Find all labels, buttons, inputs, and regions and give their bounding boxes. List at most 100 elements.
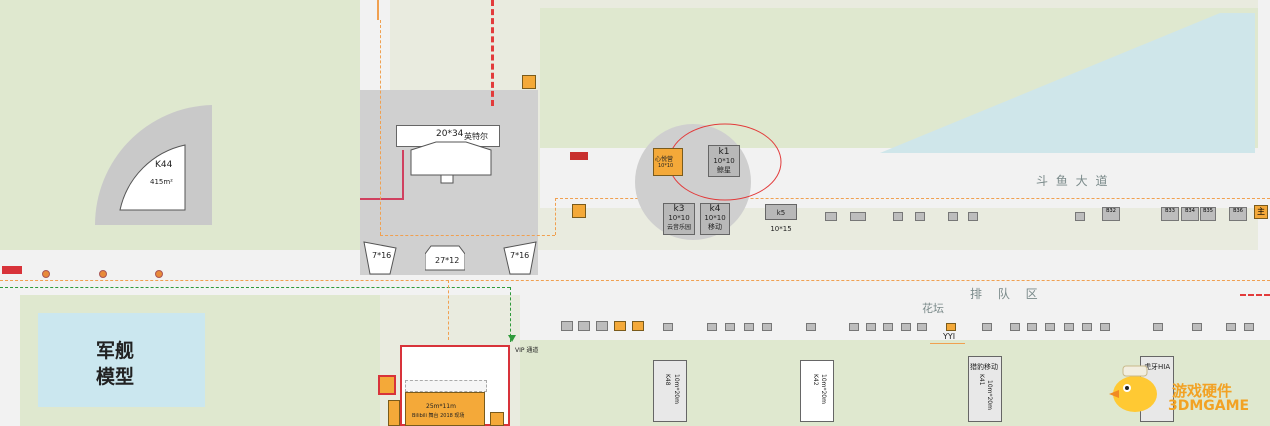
route-green xyxy=(0,287,510,288)
booth-k1-id: k1 xyxy=(718,147,730,157)
warship-model-box xyxy=(38,313,205,407)
stage-middle-label: 27*12 xyxy=(435,256,460,265)
booth-queue-22[interactable] xyxy=(1064,323,1074,331)
booth-queue-18[interactable] xyxy=(982,323,992,331)
stage-middle xyxy=(425,245,465,271)
booth-k3[interactable]: k3 10*10 云音乐园 xyxy=(663,203,695,235)
booth-douyu-1[interactable] xyxy=(825,212,837,221)
douyu-road-label: 斗 鱼 大 道 xyxy=(1036,174,1110,188)
central-building-shape xyxy=(410,141,492,184)
bottom-side-booth[interactable] xyxy=(378,375,396,395)
red-marker-left xyxy=(2,266,22,274)
route-left-vertical xyxy=(380,20,381,235)
booth-zhu[interactable]: 主 xyxy=(1254,205,1268,219)
booth-queue-27[interactable] xyxy=(1226,323,1236,331)
booth-queue-4[interactable] xyxy=(614,321,626,331)
booth-b33[interactable]: B33 xyxy=(1161,207,1179,221)
warship-label-line1: 军舰 xyxy=(96,340,135,362)
marker-dot-2 xyxy=(99,270,107,278)
booth-queue-11[interactable] xyxy=(806,323,816,331)
booth-queue-25[interactable] xyxy=(1153,323,1163,331)
booth-b36[interactable]: B36 xyxy=(1229,207,1247,221)
booth-b32-label: B32 xyxy=(1106,208,1116,214)
booth-k5-id: k5 xyxy=(776,209,786,217)
booth-k41-label: K41 xyxy=(978,374,985,386)
booth-b34-label: B34 xyxy=(1185,208,1195,214)
booth-queue-1[interactable] xyxy=(561,321,573,331)
booth-k1-size: 10*10 xyxy=(713,157,735,165)
main-road xyxy=(0,250,1270,295)
booth-queue-17[interactable] xyxy=(946,323,956,331)
booth-douyu-4[interactable] xyxy=(915,212,925,221)
booth-douyu-6[interactable] xyxy=(968,212,978,221)
booth-douyu-5[interactable] xyxy=(948,212,958,221)
booth-k3-size: 10*10 xyxy=(668,214,690,222)
booth-zhu-label: 主 xyxy=(1257,207,1265,216)
marker-dot-1 xyxy=(42,270,50,278)
booth-k42[interactable] xyxy=(800,360,834,422)
booth-queue-3[interactable] xyxy=(596,321,608,331)
central-building-name: 英特尔 xyxy=(464,132,488,141)
lower-left-road xyxy=(0,295,20,426)
booth-queue-6[interactable] xyxy=(663,323,673,331)
k44-area-label: 415m² xyxy=(150,178,173,186)
small-orange-top xyxy=(522,75,536,89)
booth-k4[interactable]: k4 10*10 移动 xyxy=(700,203,730,235)
booth-b32[interactable]: B32 xyxy=(1102,207,1120,221)
route-plaza-right xyxy=(555,198,556,235)
k44-label: K44 xyxy=(155,160,173,170)
bottom-side-booth-2[interactable] xyxy=(388,400,400,426)
stage-left xyxy=(363,241,397,275)
marker-dot-3 xyxy=(155,270,163,278)
bottom-side-booth-3[interactable] xyxy=(490,412,504,426)
booth-k3-name: 云音乐园 xyxy=(666,224,691,231)
booth-queue-28[interactable] xyxy=(1244,323,1254,331)
booth-k5-size: 10*15 xyxy=(770,225,792,233)
booth-queue-15[interactable] xyxy=(901,323,911,331)
booth-xinyue[interactable] xyxy=(653,148,683,176)
booth-b34[interactable]: B34 xyxy=(1181,207,1199,221)
booth-k48-label: K48 xyxy=(664,374,671,386)
vip-arrow xyxy=(508,335,516,342)
vertical-road-left xyxy=(360,0,390,90)
booth-queue-12[interactable] xyxy=(849,323,859,331)
stage-left-label: 7*16 xyxy=(372,251,392,260)
booth-queue-zhu[interactable] xyxy=(632,321,644,331)
booth-b35[interactable]: B35 xyxy=(1200,207,1216,221)
booth-k41[interactable] xyxy=(968,356,1002,422)
bottom-building-inner xyxy=(405,380,487,392)
stage-right-label: 7*16 xyxy=(510,251,530,260)
booth-queue-19[interactable] xyxy=(1010,323,1020,331)
warship-label-line2: 模型 xyxy=(96,366,135,388)
booth-queue-9[interactable] xyxy=(744,323,754,331)
k44-area xyxy=(94,105,212,225)
bottom-main-booth[interactable] xyxy=(405,392,485,426)
booth-queue-10[interactable] xyxy=(762,323,772,331)
booth-b33-label: B33 xyxy=(1165,208,1175,214)
booth-queue-20[interactable] xyxy=(1027,323,1037,331)
booth-douyu-2[interactable] xyxy=(850,212,866,221)
booth-queue-24[interactable] xyxy=(1100,323,1110,331)
small-red-box xyxy=(570,152,588,160)
booth-xinyue-size: 10*10 xyxy=(658,163,674,169)
booth-douyu-7[interactable] xyxy=(1075,212,1085,221)
booth-queue-7[interactable] xyxy=(707,323,717,331)
booth-k48[interactable] xyxy=(653,360,687,422)
booth-queue-26[interactable] xyxy=(1192,323,1202,331)
booth-k41-size: 10m*20m xyxy=(986,380,993,410)
booth-douyu-3[interactable] xyxy=(893,212,903,221)
booth-orange-small-1[interactable] xyxy=(572,204,586,218)
booth-k42-label: K42 xyxy=(812,374,819,386)
booth-queue-14[interactable] xyxy=(883,323,893,331)
booth-queue-16[interactable] xyxy=(917,323,927,331)
booth-queue-8[interactable] xyxy=(725,323,735,331)
booth-k5[interactable]: k5 10*15 xyxy=(765,204,797,233)
booth-queue-13[interactable] xyxy=(866,323,876,331)
booth-queue-23[interactable] xyxy=(1082,323,1092,331)
stage-right xyxy=(503,241,537,275)
red-dashed-line xyxy=(491,0,494,106)
booth-k1[interactable]: k1 10*10 鲸星 xyxy=(708,145,740,177)
booth-queue-21[interactable] xyxy=(1045,323,1055,331)
booth-queue-2[interactable] xyxy=(578,321,590,331)
booth-k42-size: 10m*20m xyxy=(820,374,827,404)
